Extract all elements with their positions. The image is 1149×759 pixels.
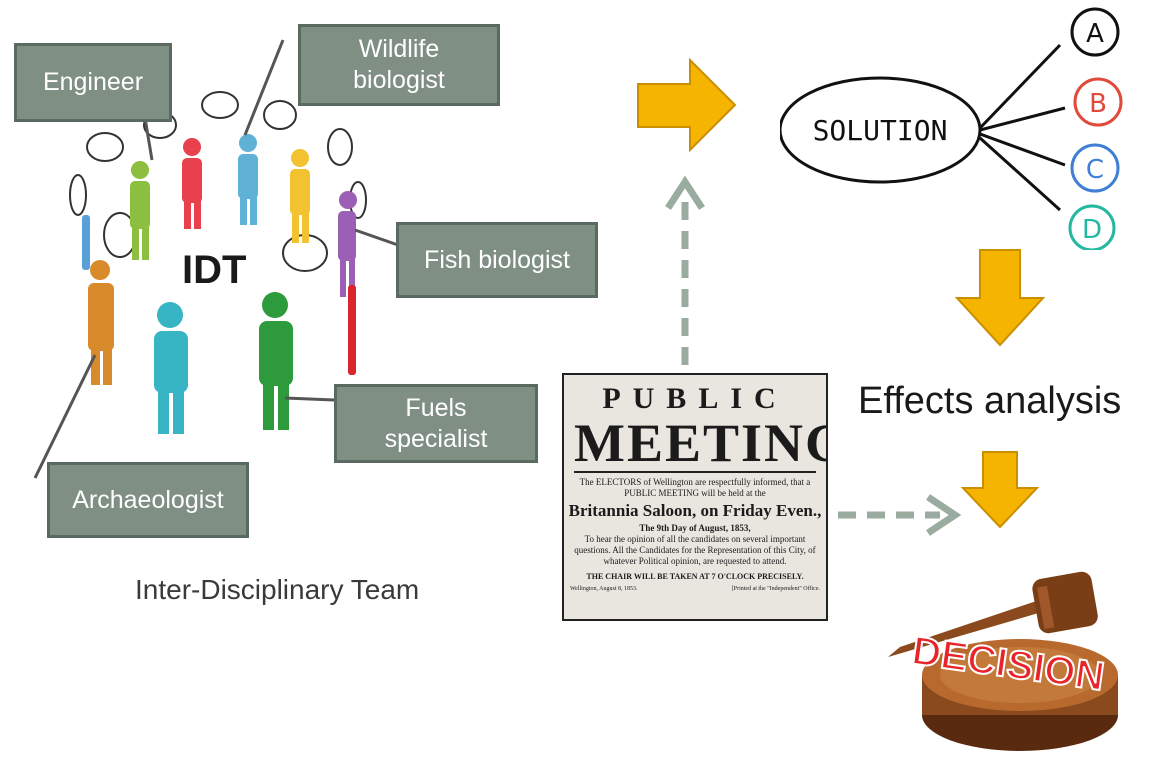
team-figures [82, 134, 357, 434]
speech-bubble-icon [201, 91, 239, 119]
role-box-fuels-specialist: Fuels specialist [334, 384, 538, 463]
option-b-circle [1073, 77, 1123, 127]
role-box-wildlife-biologist: Wildlife biologist [298, 24, 500, 106]
poster-heading-1: PUBLIC [602, 382, 788, 415]
poster-venue: Britannia Saloon, on Friday Even., [568, 501, 822, 520]
decision-gavel-image: DECISION [888, 571, 1118, 751]
role-label: Archaeologist [72, 485, 224, 514]
idt-label: IDT [182, 248, 247, 292]
poster-intro: The ELECTORS of Wellington are respectfu… [579, 477, 811, 498]
effects-analysis-label: Effects analysis [858, 380, 1122, 422]
poster-footer-left: Wellington, August 8, 1853. [570, 586, 638, 592]
solution-sketch: SOLUTION A B C D [780, 7, 1123, 250]
option-c-label: C [1086, 155, 1104, 185]
poster-footer-right: [Printed at the "Independent" Office. [731, 586, 820, 592]
poster-heading-2: MEETING. [574, 415, 826, 473]
person-icon [259, 292, 293, 430]
person-icon [88, 260, 114, 385]
poster-chair: THE CHAIR WILL BE TAKEN AT 7 O'CLOCK PRE… [586, 572, 804, 581]
speech-bubble-icon [69, 174, 87, 216]
option-c-circle [1070, 143, 1120, 193]
person-icon [348, 285, 356, 375]
person-icon [290, 149, 310, 243]
option-d-circle [1068, 204, 1116, 250]
role-box-archaeologist: Archaeologist [47, 462, 249, 538]
arrow-head-icon [926, 494, 962, 536]
speech-bubble-icon [86, 132, 124, 162]
role-label: Fuels specialist [384, 393, 488, 453]
poster-footer: Wellington, August 8, 1853. [Printed at … [570, 585, 820, 594]
option-b-label: B [1089, 89, 1107, 119]
person-icon [154, 302, 188, 434]
speech-bubble-icon [263, 100, 297, 130]
role-box-engineer: Engineer [14, 43, 172, 122]
role-label: Wildlife biologist [353, 35, 445, 94]
option-a-label: A [1086, 19, 1104, 49]
option-d-label: D [1082, 215, 1102, 245]
down-arrow-icon [960, 451, 1040, 529]
person-icon [338, 191, 357, 297]
option-a-circle [1070, 7, 1120, 57]
person-icon [130, 161, 150, 260]
right-arrow-icon [637, 57, 737, 153]
role-label: Fish biologist [424, 245, 570, 274]
public-meeting-poster: PUBLIC MEETING. The ELECTORS of Wellingt… [562, 373, 828, 621]
team-caption: Inter-Disciplinary Team [135, 574, 420, 605]
speech-bubbles [69, 91, 367, 272]
speech-bubble-icon [327, 128, 353, 166]
poster-date: The 9th Day of August, 1853, [639, 523, 751, 533]
role-label: Engineer [42, 68, 144, 96]
person-icon [82, 215, 90, 270]
solution-label: SOLUTION [813, 114, 948, 147]
poster-body: To hear the opinion of all the candidate… [574, 534, 816, 566]
person-icon [182, 138, 202, 229]
person-icon [238, 134, 258, 225]
role-box-fish-biologist: Fish biologist [396, 222, 598, 298]
arrow-head-icon [665, 175, 705, 210]
down-arrow-icon [954, 249, 1046, 347]
